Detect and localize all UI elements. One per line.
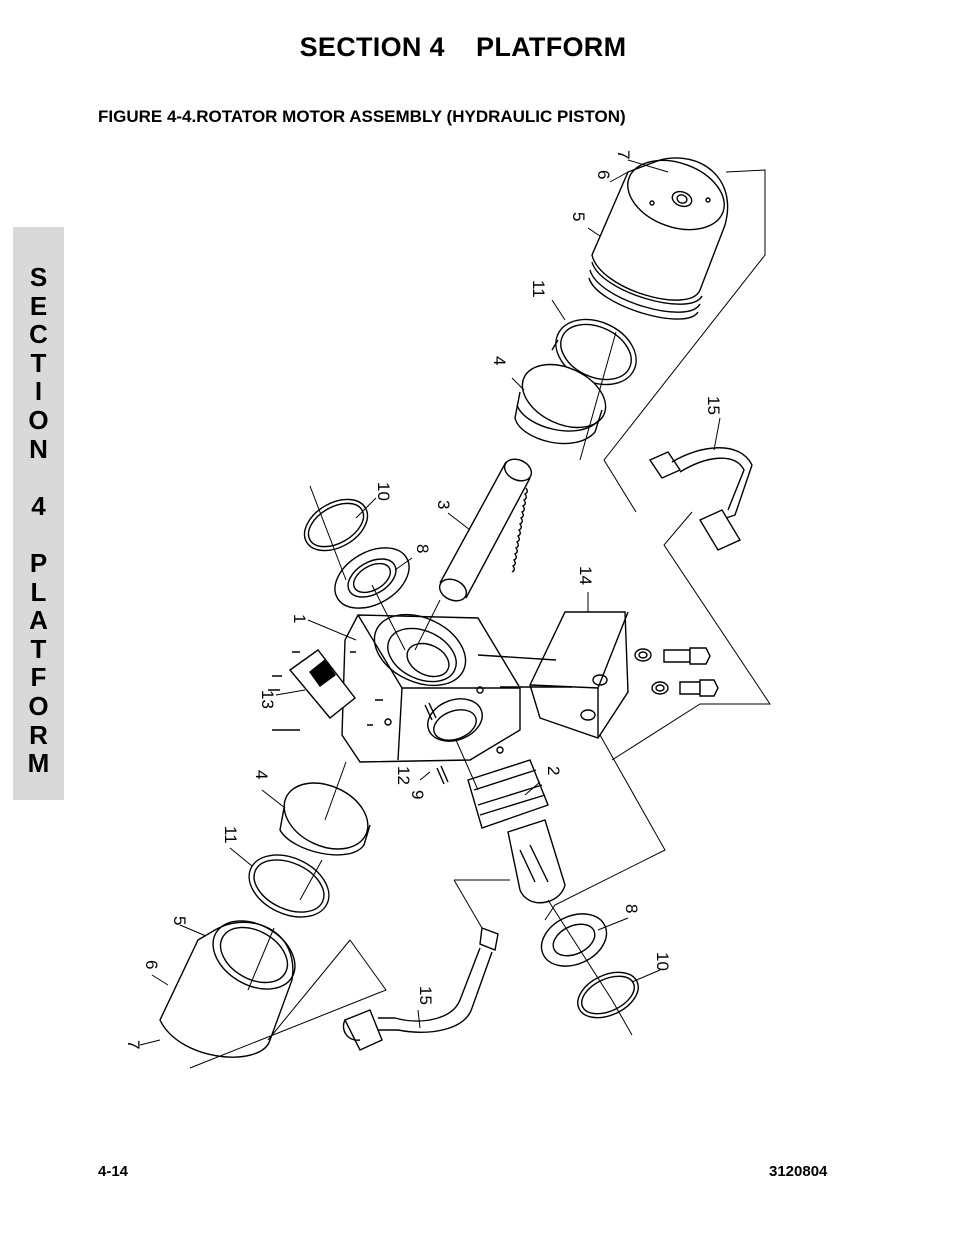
side-tab-letter: M bbox=[27, 748, 50, 779]
callout-3: 3 bbox=[434, 500, 453, 509]
piston-upper bbox=[514, 363, 607, 445]
side-tab-letter: T bbox=[30, 633, 47, 664]
callout-11-bottom: 11 bbox=[221, 826, 240, 844]
pinion-gear-shaft bbox=[467, 759, 566, 904]
callout-7-bottom: 7 bbox=[124, 1040, 143, 1049]
callout-9: 9 bbox=[408, 790, 427, 799]
callout-13: 13 bbox=[258, 690, 277, 709]
side-tab-letter: O bbox=[28, 690, 49, 721]
cylinder-upper bbox=[588, 157, 729, 320]
callout-11-top: 11 bbox=[529, 280, 548, 298]
side-tab-letter: C bbox=[29, 319, 48, 350]
explosion-lines bbox=[189, 169, 771, 1069]
callout-labels: 7 6 5 11 4 15 10 3 8 14 1 13 12 9 2 4 11… bbox=[124, 150, 723, 1049]
figure-title: FIGURE 4-4.ROTATOR MOTOR ASSEMBLY (HYDRA… bbox=[98, 107, 626, 126]
side-tab-letter: A bbox=[29, 605, 48, 636]
snap-ring-lower bbox=[577, 971, 639, 1019]
callout-12: 12 bbox=[394, 766, 413, 785]
bolts bbox=[634, 647, 719, 697]
callout-2: 2 bbox=[544, 766, 563, 775]
callout-15-top: 15 bbox=[704, 396, 723, 415]
document-number: 3120804 bbox=[769, 1163, 828, 1180]
set-screws bbox=[424, 702, 449, 785]
section-title: SECTION 4 PLATFORM bbox=[299, 32, 627, 62]
callout-4-top: 4 bbox=[490, 356, 509, 365]
side-tab-letter: L bbox=[30, 576, 47, 607]
callout-14: 14 bbox=[576, 566, 595, 585]
housing-block bbox=[341, 613, 521, 763]
side-tab-letter: N bbox=[29, 433, 48, 464]
side-tab-letter: S bbox=[29, 262, 48, 292]
cylinder-lower bbox=[159, 920, 296, 1058]
callout-5-bottom: 5 bbox=[170, 916, 189, 925]
side-tab-letter: P bbox=[29, 547, 48, 578]
hose-upper bbox=[648, 447, 753, 551]
hose-lower bbox=[342, 927, 499, 1051]
callout-8-bottom: 8 bbox=[622, 904, 641, 913]
callout-1: 1 bbox=[290, 614, 309, 623]
seal-upper-left bbox=[334, 547, 410, 609]
callout-15-bottom: 15 bbox=[416, 986, 435, 1005]
port-block bbox=[477, 611, 629, 739]
side-tab-letter: R bbox=[29, 719, 48, 750]
callout-6-top: 6 bbox=[594, 170, 613, 179]
side-tab-letter: I bbox=[34, 376, 43, 407]
callout-4-bottom: 4 bbox=[252, 770, 271, 779]
callout-5-top: 5 bbox=[569, 212, 588, 221]
ring-lower bbox=[248, 854, 330, 918]
page-number: 4-14 bbox=[98, 1163, 129, 1180]
callout-10-bottom: 10 bbox=[653, 952, 672, 971]
callout-10-top: 10 bbox=[374, 482, 393, 501]
rack-shaft bbox=[438, 458, 533, 602]
side-tab-letter: 4 bbox=[31, 490, 46, 521]
nameplate bbox=[268, 649, 383, 731]
callout-8-top: 8 bbox=[413, 544, 432, 553]
side-tab-letter: T bbox=[30, 347, 47, 378]
callout-7-top: 7 bbox=[614, 150, 633, 159]
side-tab-letter: F bbox=[30, 662, 47, 693]
leader-lines bbox=[139, 159, 721, 1046]
side-tab-letter: E bbox=[29, 290, 48, 321]
callout-6-bottom: 6 bbox=[142, 960, 161, 969]
side-tab-letter: O bbox=[28, 404, 49, 435]
snap-ring-upper-left bbox=[303, 498, 369, 552]
